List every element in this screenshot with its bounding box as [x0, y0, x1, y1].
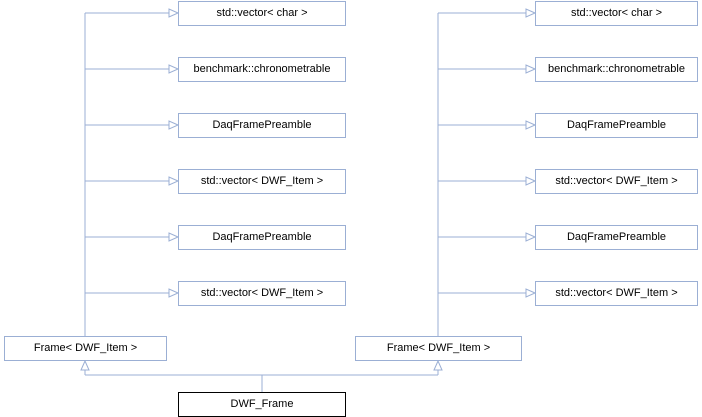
class-node-std-vector-char-left[interactable]: std::vector< char >: [178, 1, 346, 26]
class-node-std-vector-dwf-item-right-1[interactable]: std::vector< DWF_Item >: [535, 169, 698, 194]
class-node-benchmark-chronometrable-left[interactable]: benchmark::chronometrable: [178, 57, 346, 82]
edge-arrow-right-2: [525, 64, 537, 74]
edge-arrow-left-6: [168, 288, 180, 298]
edge-arrow-right-4: [525, 176, 537, 186]
class-node-benchmark-chronometrable-right[interactable]: benchmark::chronometrable: [535, 57, 698, 82]
edge-arrow-left-2: [168, 64, 180, 74]
class-node-daqframepreamble-left-1[interactable]: DaqFramePreamble: [178, 113, 346, 138]
edge-arrow-right-5: [525, 232, 537, 242]
class-node-std-vector-dwf-item-left-2[interactable]: std::vector< DWF_Item >: [178, 281, 346, 306]
class-node-daqframepreamble-left-2[interactable]: DaqFramePreamble: [178, 225, 346, 250]
class-node-std-vector-char-right[interactable]: std::vector< char >: [535, 1, 698, 26]
class-node-dwf-frame: DWF_Frame: [178, 392, 346, 417]
class-node-daqframepreamble-right-1[interactable]: DaqFramePreamble: [535, 113, 698, 138]
edge-arrow-left-3: [168, 120, 180, 130]
edge-arrow-left-4: [168, 176, 180, 186]
edge-root-arrow-left: [80, 359, 90, 371]
edge-root-arrow-right: [433, 359, 443, 371]
class-node-std-vector-dwf-item-right-2[interactable]: std::vector< DWF_Item >: [535, 281, 698, 306]
edge-arrow-left-5: [168, 232, 180, 242]
edge-arrow-right-1: [525, 8, 537, 18]
class-node-daqframepreamble-right-2[interactable]: DaqFramePreamble: [535, 225, 698, 250]
class-node-frame-dwf-item-left[interactable]: Frame< DWF_Item >: [4, 336, 167, 361]
edge-arrow-left-1: [168, 8, 180, 18]
class-node-std-vector-dwf-item-left-1[interactable]: std::vector< DWF_Item >: [178, 169, 346, 194]
class-node-frame-dwf-item-right[interactable]: Frame< DWF_Item >: [355, 336, 522, 361]
edge-arrow-right-6: [525, 288, 537, 298]
edge-arrow-right-3: [525, 120, 537, 130]
